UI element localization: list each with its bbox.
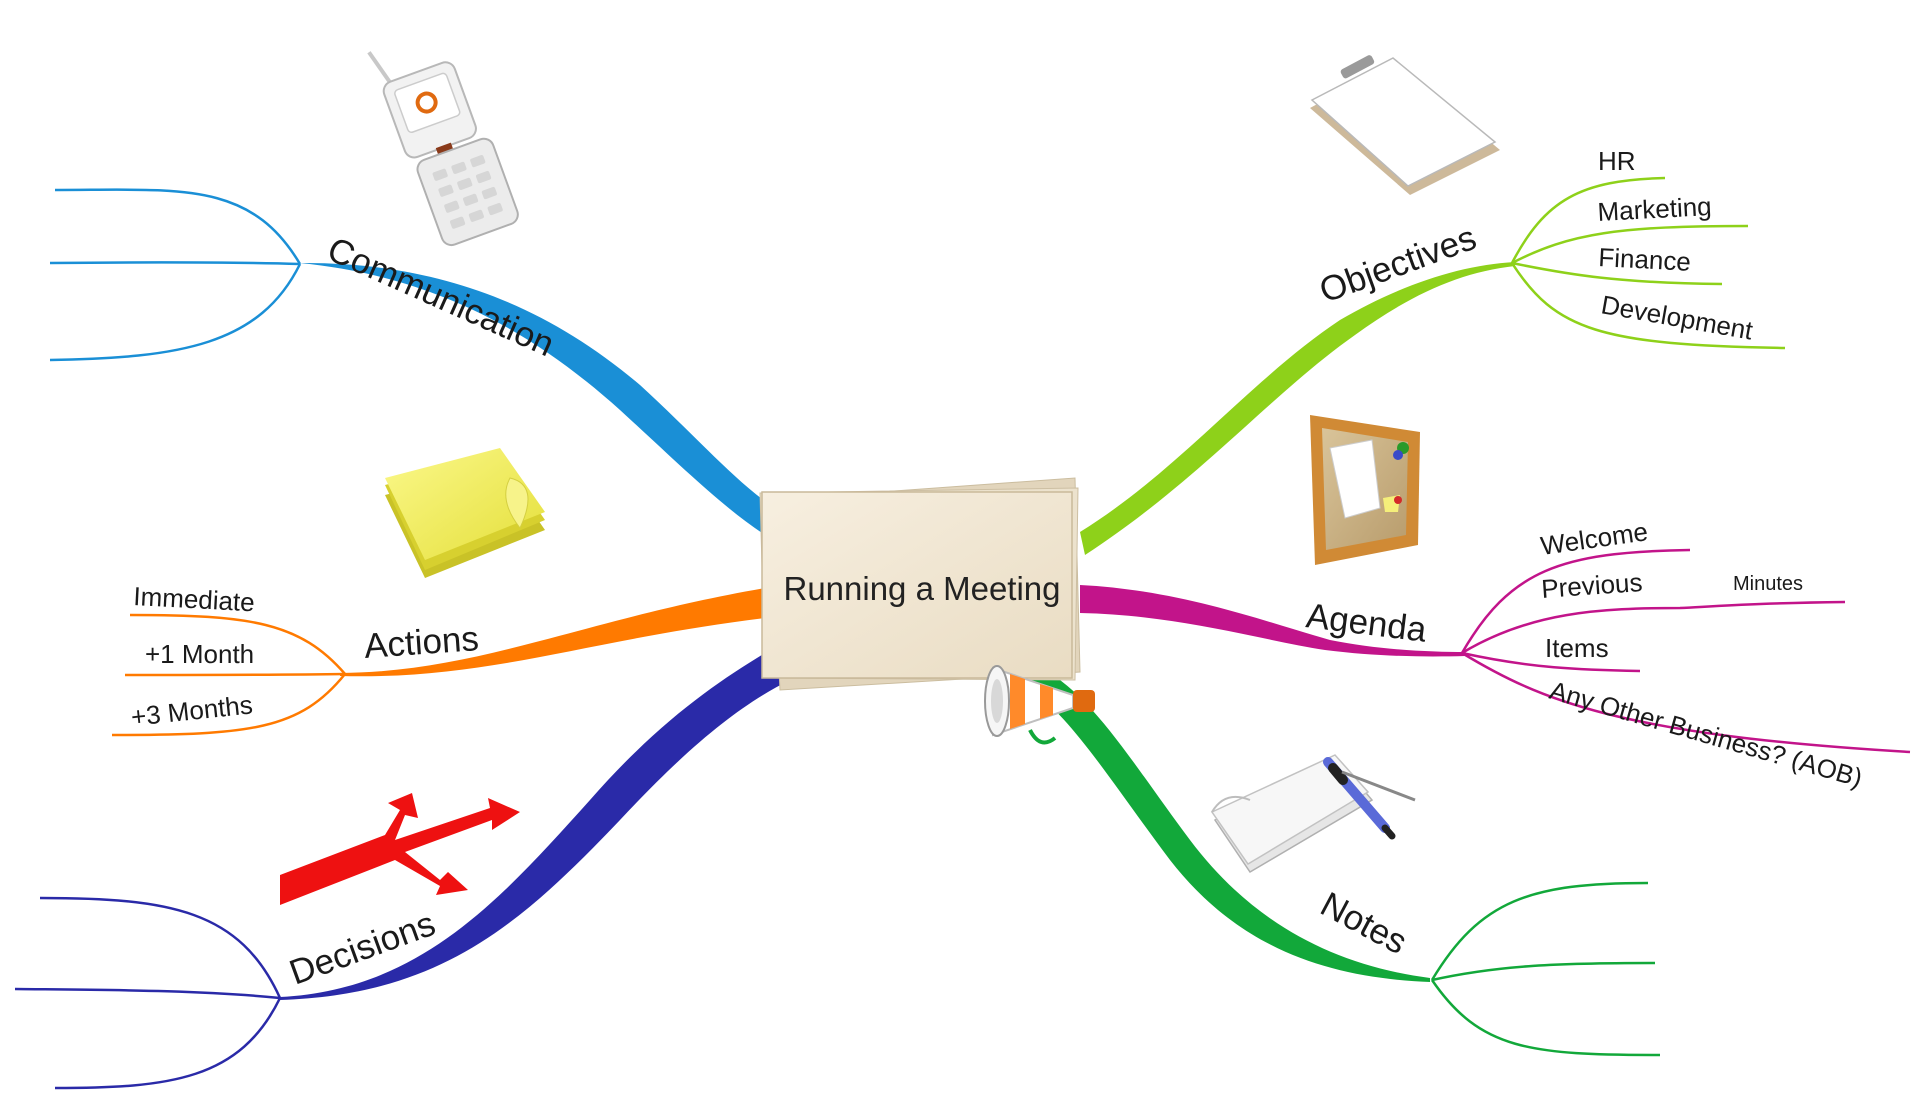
- agenda-leaf-line: [1461, 651, 1641, 673]
- branch-agenda-line: [1080, 585, 1465, 657]
- branch-label-decisions[interactable]: Decisions: [284, 904, 440, 993]
- agenda-leaf-line: [1460, 548, 1691, 654]
- mobile-phone-icon: [367, 51, 519, 247]
- agenda-leaf-line: [1461, 651, 1911, 754]
- actions-item-3-months[interactable]: +3 Months: [129, 689, 254, 732]
- actions-leaf-line: [129, 613, 346, 675]
- agenda-subitem-minutes[interactable]: Minutes: [1733, 573, 1803, 595]
- objectives-item-hr[interactable]: HR: [1598, 146, 1636, 176]
- objectives-leaf-line: [1511, 224, 1749, 265]
- decisions-leaf-line: [54, 997, 282, 1090]
- corkboard-icon: [1310, 415, 1420, 565]
- communication-leaf-line: [54, 188, 302, 265]
- notes-leaf-line: [1430, 881, 1649, 981]
- objectives-item-marketing[interactable]: Marketing: [1597, 191, 1713, 227]
- decisions-leaf-line: [14, 987, 281, 1000]
- objectives-item-finance[interactable]: Finance: [1598, 242, 1692, 277]
- objectives-leaf-line: [1510, 262, 1786, 350]
- clipboard-icon: [1310, 55, 1500, 195]
- split-arrow-icon: [280, 793, 520, 905]
- agenda-item-items[interactable]: Items: [1545, 633, 1609, 663]
- actions-item-1-month[interactable]: +1 Month: [145, 639, 254, 669]
- agenda-item-previous[interactable]: Previous: [1540, 567, 1643, 604]
- notes-leaf-line: [1431, 961, 1656, 982]
- actions-leaf-line: [124, 672, 346, 677]
- notepad-pen-icon: [1210, 754, 1416, 874]
- actions-leaf-line: [111, 673, 346, 737]
- central-topic[interactable]: Running a Meeting: [759, 477, 1081, 691]
- agenda-item-aob[interactable]: Any Other Business? (AOB): [1546, 675, 1865, 793]
- sticky-notes-icon: [385, 448, 545, 578]
- decisions-leaf-line: [39, 896, 282, 999]
- central-title: Running a Meeting: [783, 570, 1060, 607]
- branch-label-notes[interactable]: Notes: [1314, 885, 1413, 962]
- communication-leaf-line: [49, 263, 302, 362]
- agenda-item-welcome[interactable]: Welcome: [1539, 516, 1650, 561]
- branch-communication-line: [300, 262, 780, 535]
- objectives-leaf-line: [1511, 261, 1723, 286]
- branch-label-actions[interactable]: Actions: [363, 619, 480, 666]
- agenda-leaf-line: [1461, 600, 1846, 655]
- notes-leaf-line: [1430, 979, 1661, 1057]
- branch-objectives-line: [1080, 262, 1515, 555]
- branch-actions-line: [340, 588, 765, 677]
- branch-decisions-line: [280, 650, 790, 1000]
- megaphone-icon: [984, 665, 1095, 745]
- branch-label-communication[interactable]: Communication: [322, 230, 560, 365]
- communication-leaf-line: [49, 261, 301, 266]
- actions-item-immediate[interactable]: Immediate: [133, 581, 256, 617]
- objectives-leaf-line: [1510, 176, 1666, 264]
